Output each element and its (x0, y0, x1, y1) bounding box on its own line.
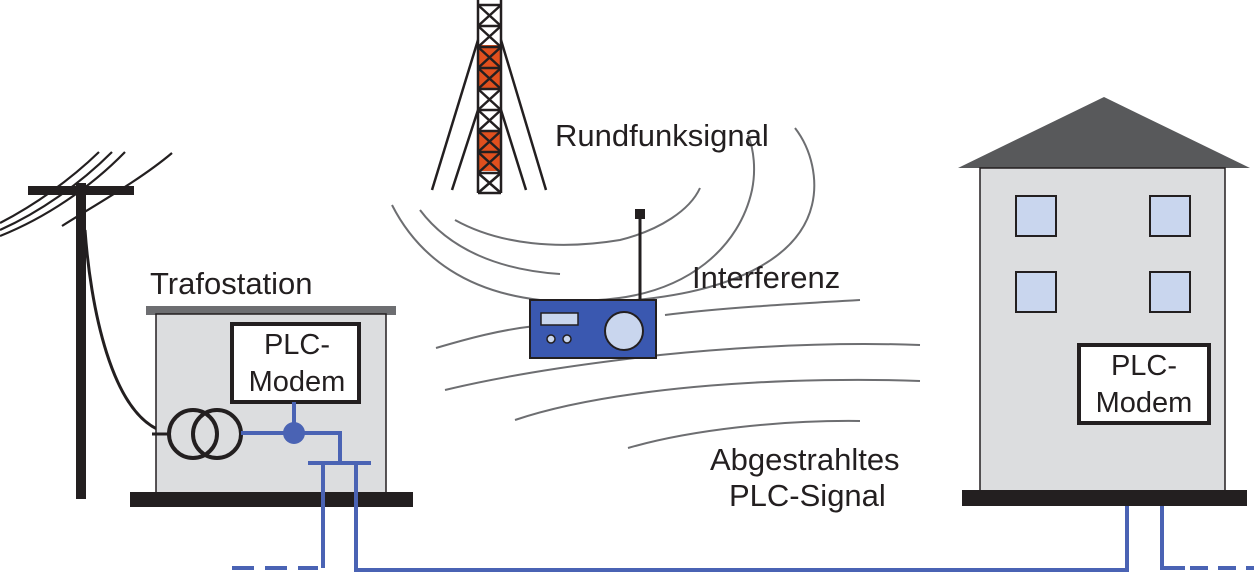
window-icon (1149, 195, 1191, 237)
substation-label: Trafostation (150, 266, 313, 301)
radiated-signal-label-line1: Abgestrahltes (710, 442, 900, 477)
house-modem-line2: Modem (1096, 387, 1193, 419)
window-icon (1149, 271, 1191, 313)
interference-label: Interferenz (692, 260, 840, 295)
house-modem: PLC- Modem (1077, 343, 1211, 425)
broadcast-signal-label: Rundfunksignal (555, 118, 769, 153)
transmission-tower-icon (430, 0, 548, 195)
window-icon (1015, 271, 1057, 313)
substation-modem-line2: Modem (249, 366, 346, 398)
broadcast-waves (391, 127, 816, 301)
radiated-signal-label-line2: PLC-Signal (729, 478, 886, 513)
house-icon (958, 97, 1250, 506)
power-pole-icon (0, 151, 173, 499)
substation-modem: PLC- Modem (230, 322, 361, 404)
window-icon (1015, 195, 1057, 237)
radiated-waves (435, 299, 921, 449)
substation-modem-line1: PLC- (264, 329, 330, 361)
house-modem-line1: PLC- (1111, 350, 1177, 382)
radio-icon (529, 209, 657, 359)
coupling-node (283, 422, 305, 444)
